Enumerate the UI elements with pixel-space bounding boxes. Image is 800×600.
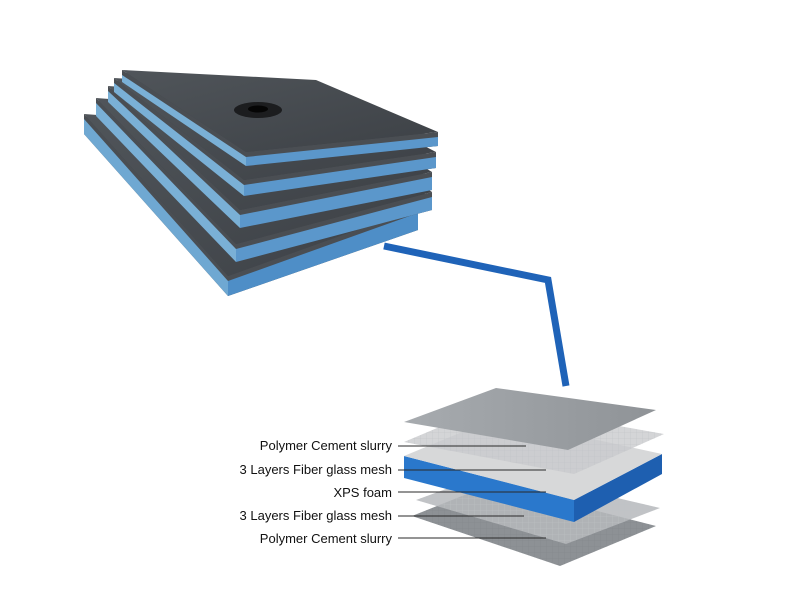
label-text: Fiber glass mesh: [293, 462, 392, 477]
label-text: Fiber glass mesh: [293, 508, 392, 523]
label-text: XPS foam: [333, 485, 392, 500]
leader-lines: [398, 445, 546, 539]
label-prefix: 3 Layers: [239, 508, 290, 523]
label-fiberglass-top: 3 Layers Fiber glass mesh: [240, 462, 392, 478]
label-text: Polymer Cement slurry: [259, 438, 392, 453]
board-1: [122, 70, 438, 166]
label-text: Polymer Cement slurry: [259, 531, 392, 546]
board-stack: [84, 70, 438, 296]
label-fiberglass-bottom: 3 Layers Fiber glass mesh: [240, 508, 392, 524]
label-polymer-cement-bottom: Polymer Cement slurry: [260, 531, 392, 547]
connector-line: [383, 242, 570, 387]
label-polymer-cement-top: Polymer Cement slurry: [260, 438, 392, 454]
layer-diagram: [404, 388, 664, 566]
label-prefix: 3 Layers: [239, 462, 290, 477]
label-xps-foam: XPS foam: [333, 485, 392, 501]
layer-top-slurry: [404, 388, 656, 450]
drain-hole-icon: [248, 105, 268, 113]
